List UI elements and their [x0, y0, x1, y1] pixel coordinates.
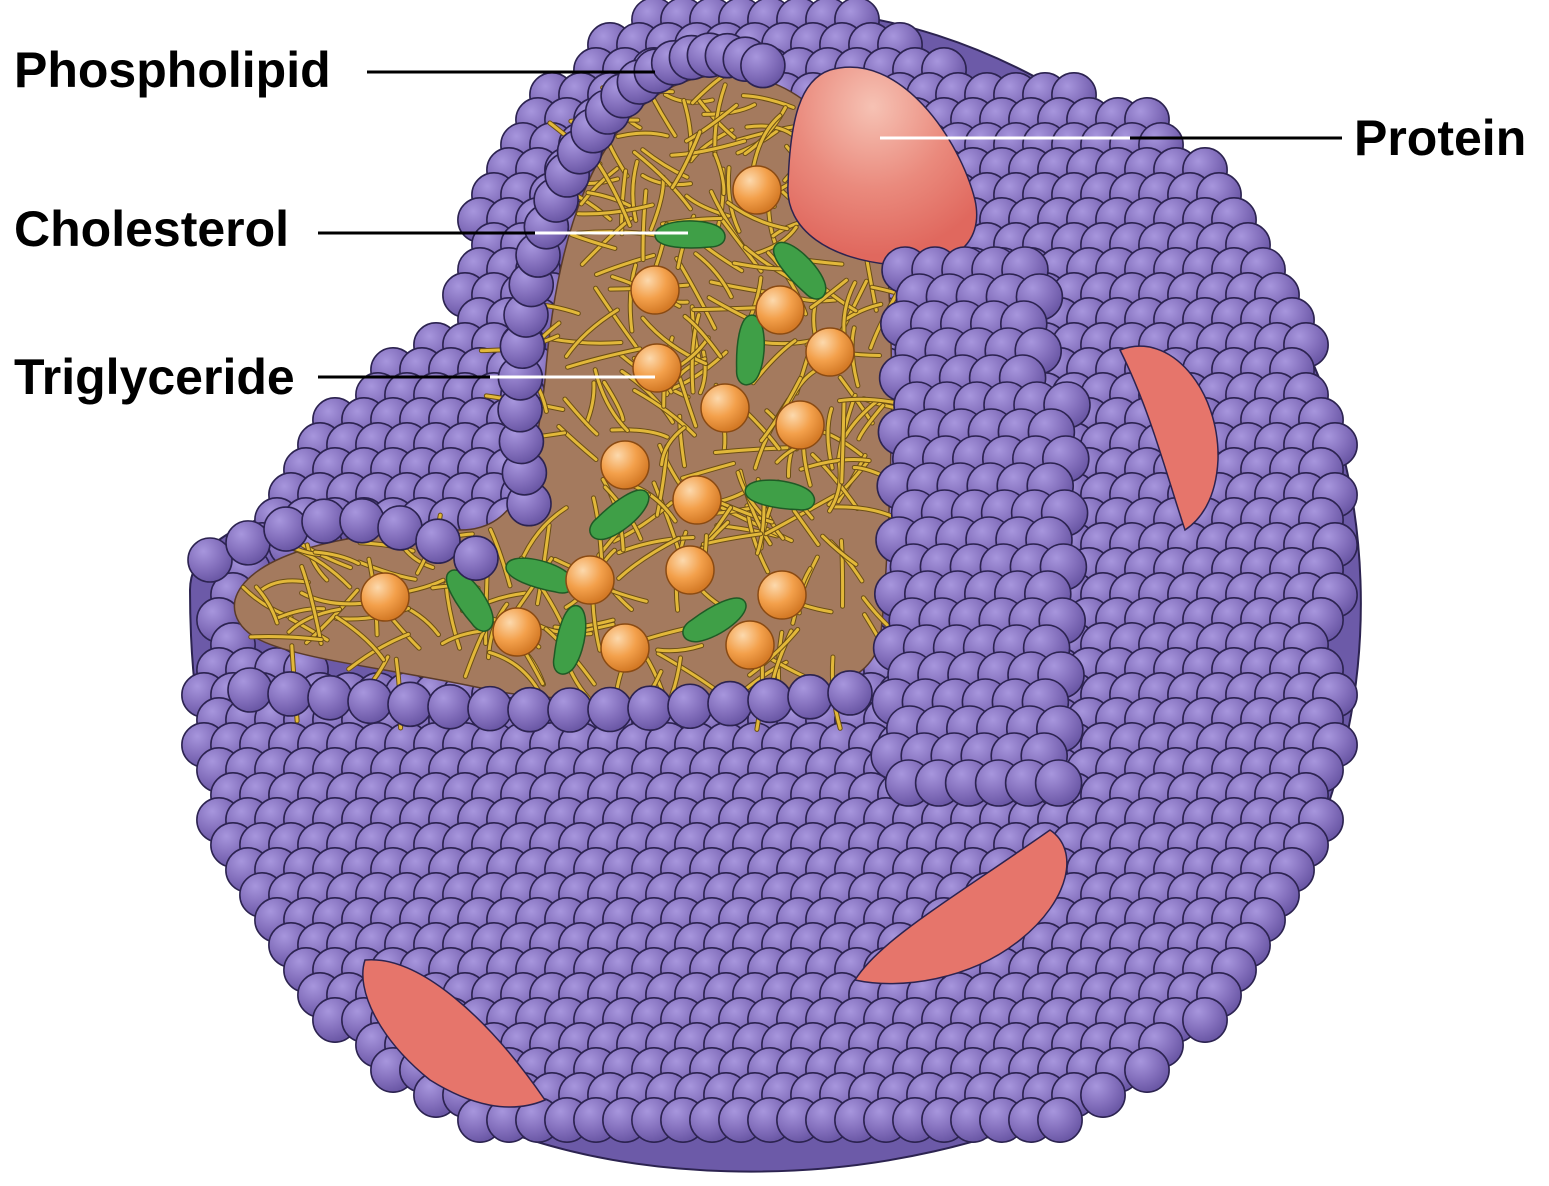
triglyceride-molecule	[673, 476, 721, 524]
triglyceride-molecule	[758, 571, 806, 619]
triglyceride-molecule	[733, 166, 781, 214]
phospholipid-head	[748, 678, 792, 722]
triglyceride-molecule	[806, 328, 854, 376]
triglyceride-molecule	[776, 401, 824, 449]
phospholipid-head	[1183, 998, 1227, 1042]
label-phospholipid: Phospholipid	[14, 42, 331, 98]
phospholipid-head	[308, 676, 352, 720]
triglyceride-molecule	[666, 546, 714, 594]
triglyceride-molecule	[631, 266, 679, 314]
phospholipid-head	[741, 44, 785, 88]
phospholipid-head	[1038, 1098, 1082, 1142]
triglyceride-molecule	[361, 573, 409, 621]
phospholipid-head	[340, 499, 384, 543]
label-cholesterol: Cholesterol	[14, 201, 289, 257]
phospholipid-head	[468, 687, 512, 731]
triglyceride-molecule	[566, 556, 614, 604]
phospholipid-head	[1036, 760, 1082, 806]
triglyceride-molecule	[633, 344, 681, 392]
phospholipid-head	[228, 668, 272, 712]
phospholipid-head	[1125, 1048, 1169, 1092]
triglyceride-molecule	[701, 384, 749, 432]
phospholipid-head	[264, 507, 308, 551]
phospholipid-head	[454, 536, 498, 580]
phospholipid-head	[508, 688, 552, 732]
triglyceride-molecule	[756, 286, 804, 334]
phospholipid-head	[708, 682, 752, 726]
label-protein: Protein	[1354, 110, 1526, 166]
triglyceride-molecule	[601, 624, 649, 672]
phospholipid-head	[388, 682, 432, 726]
phospholipid-head	[668, 684, 712, 728]
triglyceride-molecule	[726, 621, 774, 669]
phospholipid-head	[588, 687, 632, 731]
phospholipid-head	[828, 671, 872, 715]
phospholipid-head	[1081, 1073, 1125, 1117]
phospholipid-head	[548, 688, 592, 732]
label-triglyceride: Triglyceride	[14, 349, 295, 405]
phospholipid-head	[428, 685, 472, 729]
phospholipid-head	[348, 679, 392, 723]
phospholipid-head	[628, 686, 672, 730]
phospholipid-head	[788, 675, 832, 719]
triglyceride-molecule	[601, 441, 649, 489]
triglyceride-molecule	[493, 608, 541, 656]
phospholipid-head	[268, 672, 312, 716]
